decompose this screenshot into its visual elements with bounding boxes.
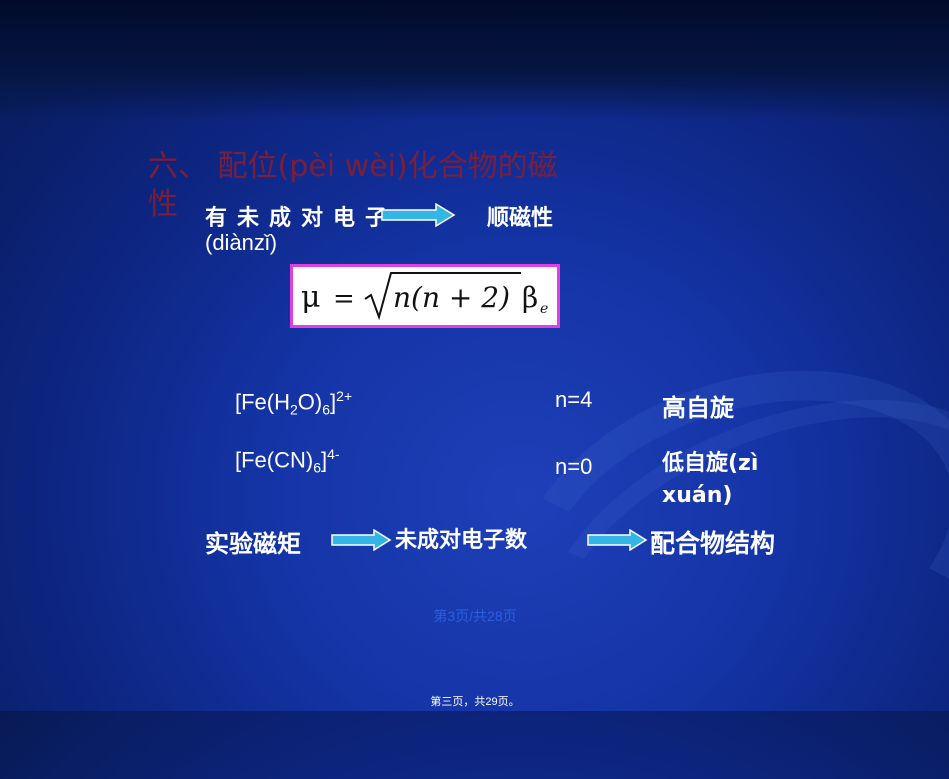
background-top-band (0, 0, 949, 120)
unpaired-count-1: n=4 (555, 387, 593, 412)
page-number: 第3页/共28页 (433, 608, 517, 624)
formula-mu: μ (301, 280, 321, 315)
unpaired-electrons-pinyin: (diànzǐ) (205, 230, 278, 255)
flow-complex-structure: 配合物结构 (650, 529, 776, 558)
formula-radicand: n(n + 2) (393, 281, 510, 314)
unpaired-electrons-text: 有未成对电子 (205, 206, 398, 231)
radical-sign-icon (364, 272, 521, 321)
arrow-right-icon (331, 529, 392, 551)
unpaired-count-2: n=0 (555, 454, 593, 479)
flow-experimental-moment: 实验磁矩 (205, 530, 301, 558)
formula-subscript: e (540, 301, 548, 317)
slide-title: 六、 配位(pèi wèi)化合物的磁性 (148, 149, 558, 222)
low-spin-label: 低自旋(zì xuán) (662, 451, 759, 508)
high-spin-label: 高自旋 (662, 394, 734, 422)
arrow-right-icon (587, 529, 648, 551)
arrow-right-icon (381, 203, 456, 227)
flow-unpaired-electrons: 未成对电子数 (395, 528, 528, 553)
formula-beta: β (522, 281, 538, 314)
complex-fe-h2o: [Fe(H2O)6]2+ (235, 388, 353, 418)
complex-fe-cn: [Fe(CN)6]4- (235, 446, 340, 476)
formula-equals: = (333, 284, 355, 314)
footer-page-count: 第三页，共29页。 (430, 696, 520, 708)
paramagnetism-label: 顺磁性 (487, 206, 554, 231)
magnetic-moment-formula: μ = n(n + 2) β e (290, 264, 560, 328)
